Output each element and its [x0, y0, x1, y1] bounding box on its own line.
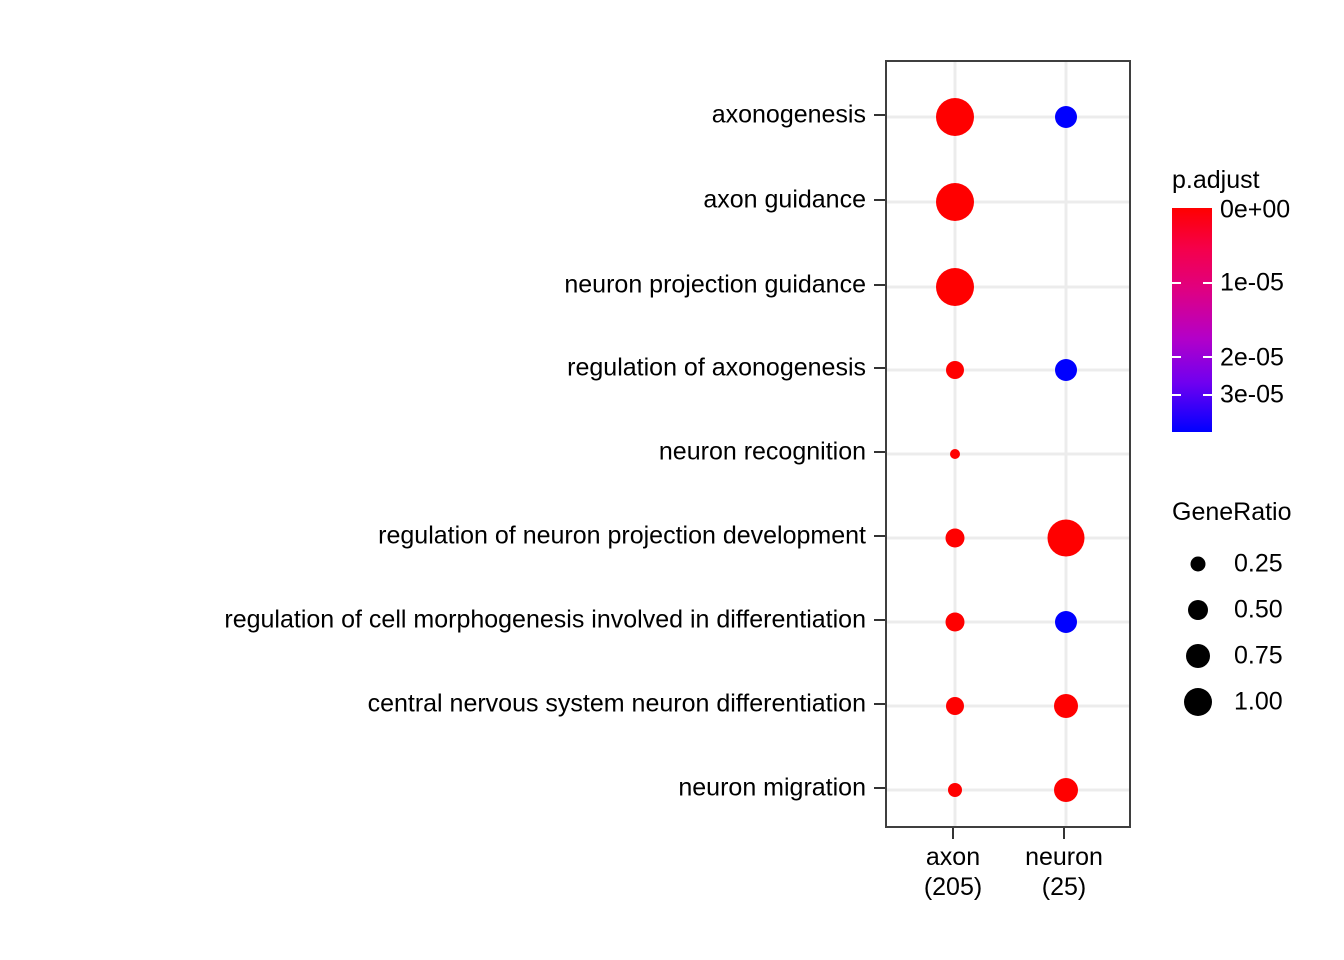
colour-legend-tick-label-0: 0e+00 — [1220, 195, 1291, 224]
data-point[interactable] — [948, 783, 962, 797]
y-axis-tick-1 — [874, 114, 885, 116]
size-legend-title: GeneRatio — [1172, 498, 1292, 526]
x-axis-label-axon: axon (205) — [923, 843, 983, 901]
data-point[interactable] — [1055, 611, 1077, 633]
y-axis-tick-3 — [874, 284, 885, 286]
data-point[interactable] — [936, 183, 974, 221]
data-point[interactable] — [950, 449, 960, 459]
gridline-row-3 — [887, 285, 1129, 289]
colourbar-tick-left-3e-05 — [1172, 393, 1181, 396]
size-legend-dot-075 — [1186, 644, 1210, 668]
colourbar-tick-right-1e-05 — [1203, 281, 1212, 284]
gridline-row-6 — [887, 536, 1129, 540]
x-axis-label-neuron: neuron (25) — [1025, 843, 1103, 901]
colourbar-tick-left-1e-05 — [1172, 281, 1181, 284]
data-point[interactable] — [945, 612, 965, 632]
colour-legend-gradient-bar — [1172, 208, 1212, 432]
gridline-row-8 — [887, 704, 1129, 708]
gridline-row-7 — [887, 620, 1129, 624]
colourbar-tick-left-2e-05 — [1172, 356, 1181, 359]
y-axis-label-axonogenesis: axonogenesis — [711, 100, 866, 129]
gridline-col-neuron — [1064, 62, 1068, 826]
data-point[interactable] — [946, 361, 964, 379]
y-axis-label-neuron-projection-guidance: neuron projection guidance — [564, 270, 866, 299]
colour-legend: p.adjust 0e+00 1e-05 2e-05 3e-05 — [1172, 166, 1290, 432]
colour-legend-title: p.adjust — [1172, 166, 1260, 194]
x-axis-tick-neuron — [1063, 828, 1065, 839]
size-legend-row-050: 0.50 — [1172, 588, 1342, 632]
size-legend-dot-100 — [1184, 688, 1212, 716]
y-axis-label-regulation-of-neuron-projection-development: regulation of neuron projection developm… — [378, 521, 866, 550]
y-axis-label-neuron-recognition: neuron recognition — [658, 437, 866, 466]
size-legend-label-050: 0.50 — [1234, 595, 1283, 624]
gridline-row-1 — [887, 115, 1129, 119]
data-point[interactable] — [936, 98, 974, 136]
data-point[interactable] — [1047, 519, 1085, 557]
colourbar-tick-right-2e-05 — [1203, 356, 1212, 359]
size-legend-row-025: 0.25 — [1172, 542, 1342, 586]
size-legend-row-100: 1.00 — [1172, 680, 1342, 724]
gridline-row-9 — [887, 788, 1129, 792]
data-point[interactable] — [1055, 106, 1077, 128]
y-axis-labels: axonogenesis axon guidance neuron projec… — [0, 60, 866, 828]
plot-panel — [885, 60, 1131, 828]
colourbar-tick-right-3e-05 — [1203, 393, 1212, 396]
data-point[interactable] — [936, 268, 974, 306]
size-legend-dot-050 — [1188, 600, 1208, 620]
y-axis-label-regulation-of-cell-morphogenesis: regulation of cell morphogenesis involve… — [224, 605, 866, 634]
size-legend-dot-025 — [1190, 556, 1206, 572]
data-point[interactable] — [1054, 694, 1078, 718]
y-axis-tick-6 — [874, 535, 885, 537]
size-legend-row-075: 0.75 — [1172, 634, 1342, 678]
y-axis-label-neuron-migration: neuron migration — [678, 773, 866, 802]
size-legend-label-100: 1.00 — [1234, 687, 1283, 716]
y-axis-tick-8 — [874, 703, 885, 705]
colour-legend-tick-label-3e-05: 3e-05 — [1220, 380, 1284, 409]
data-point[interactable] — [1054, 778, 1078, 802]
gridline-col-axon — [953, 62, 957, 826]
y-axis-label-regulation-of-axonogenesis: regulation of axonogenesis — [567, 353, 866, 382]
y-axis-tick-7 — [874, 619, 885, 621]
y-axis-label-cns-neuron-differentiation: central nervous system neuron differenti… — [367, 689, 866, 718]
y-axis-tick-9 — [874, 787, 885, 789]
data-point[interactable] — [946, 697, 964, 715]
x-axis-tick-axon — [952, 828, 954, 839]
colour-legend-tick-label-2e-05: 2e-05 — [1220, 343, 1284, 372]
gridline-row-4 — [887, 368, 1129, 372]
y-axis-tick-5 — [874, 451, 885, 453]
gridline-row-5 — [887, 452, 1129, 456]
data-point[interactable] — [945, 528, 965, 548]
data-point[interactable] — [1055, 359, 1077, 381]
size-legend-label-025: 0.25 — [1234, 549, 1283, 578]
gridline-row-2 — [887, 200, 1129, 204]
colour-legend-tick-label-1e-05: 1e-05 — [1220, 268, 1284, 297]
y-axis-tick-2 — [874, 199, 885, 201]
size-legend: GeneRatio 0.25 0.50 0.75 1.00 — [1172, 498, 1292, 716]
size-legend-label-075: 0.75 — [1234, 641, 1283, 670]
y-axis-tick-4 — [874, 367, 885, 369]
y-axis-label-axon-guidance: axon guidance — [703, 185, 866, 214]
